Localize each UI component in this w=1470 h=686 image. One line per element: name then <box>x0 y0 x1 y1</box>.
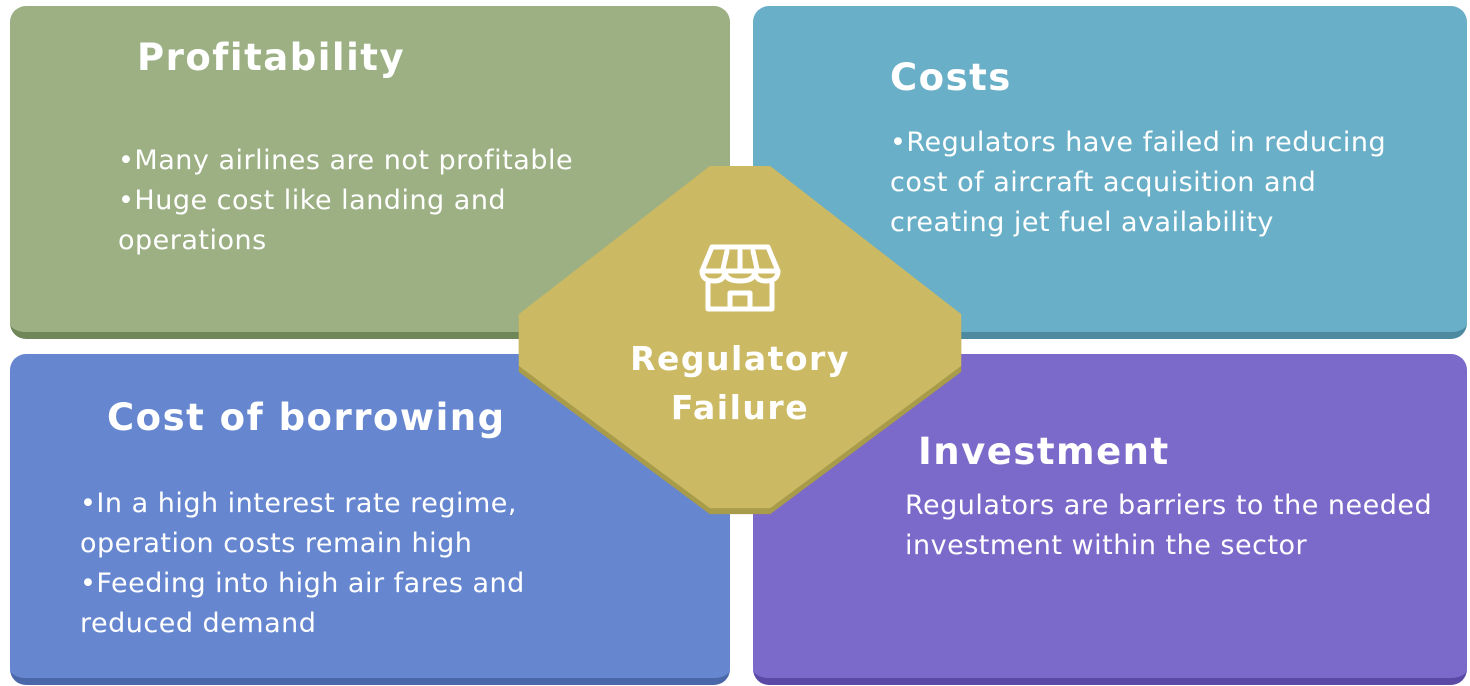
borrowing-title: Cost of borrowing <box>107 396 506 439</box>
storefront-icon <box>699 244 781 312</box>
center-label: Regulatory Failure <box>511 334 969 432</box>
investment-title: Investment <box>918 430 1170 473</box>
borrowing-text: •In a high interest rate regime, operati… <box>80 484 560 644</box>
profitability-line-2: •Huge cost like landing and operations <box>118 185 507 256</box>
center-label-line-1: Regulatory <box>630 339 850 378</box>
profitability-text: •Many airlines are not profitable •Huge … <box>118 141 638 261</box>
costs-line-1: •Regulators have failed in reducing cost… <box>890 127 1387 238</box>
borrowing-line-1: •In a high interest rate regime, operati… <box>80 488 518 559</box>
center-label-line-2: Failure <box>670 388 810 427</box>
costs-text: •Regulators have failed in reducing cost… <box>890 123 1435 243</box>
investment-line-1: Regulators are barriers to the needed in… <box>905 490 1433 561</box>
profitability-card: Profitability •Many airlines are not pro… <box>10 6 730 339</box>
profitability-line-1: •Many airlines are not profitable <box>118 145 574 176</box>
costs-title: Costs <box>890 56 1012 99</box>
investment-text: Regulators are barriers to the needed in… <box>905 486 1440 566</box>
borrowing-line-2: •Feeding into high air fares and reduced… <box>80 568 525 639</box>
profitability-title: Profitability <box>137 36 406 79</box>
